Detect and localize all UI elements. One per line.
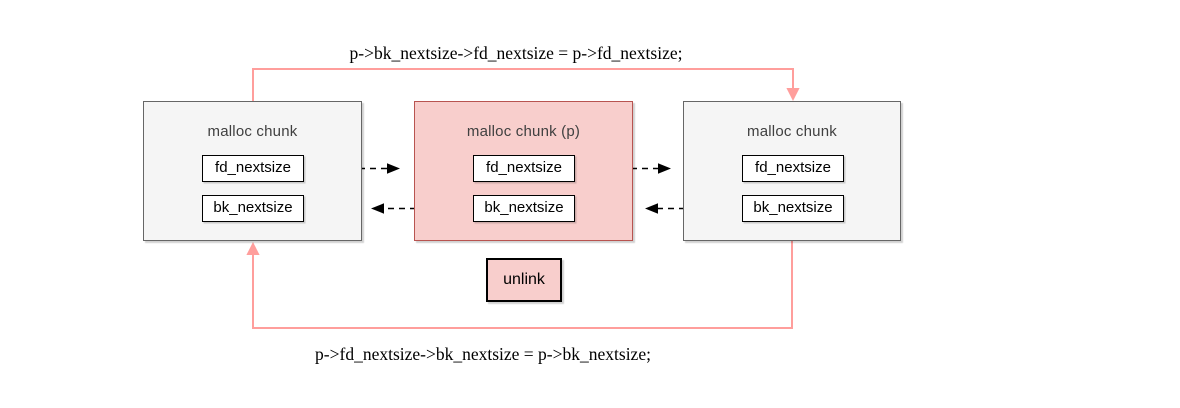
chunk-right: malloc chunk fd_nextsize bk_nextsize <box>683 101 901 241</box>
chunk-left-bk-nextsize-cell: bk_nextsize <box>202 195 304 222</box>
chunk-p-title: malloc chunk (p) <box>466 123 581 140</box>
chunk-left: malloc chunk fd_nextsize bk_nextsize <box>143 101 362 241</box>
chunk-right-bk-nextsize-cell: bk_nextsize <box>742 195 844 222</box>
top-assignment-statement: p->bk_nextsize->fd_nextsize = p->fd_next… <box>349 43 683 63</box>
unlink-box: unlink <box>486 258 562 302</box>
chunk-p: malloc chunk (p) fd_nextsize bk_nextsize <box>414 101 633 241</box>
bottom-assignment-statement: p->fd_nextsize->bk_nextsize = p->bk_next… <box>315 344 651 364</box>
chunk-left-fd-nextsize-cell: fd_nextsize <box>202 155 304 182</box>
dashed-arrow-bk-right-to-p-head-icon <box>645 203 658 214</box>
chunk-p-fd-nextsize-cell: fd_nextsize <box>473 155 575 182</box>
pink-arrow-top-head-icon <box>786 88 800 101</box>
dashed-arrow-fd-p-to-right-head-icon <box>658 163 671 174</box>
chunk-right-fd-nextsize-cell: fd_nextsize <box>742 155 844 182</box>
chunk-right-title: malloc chunk <box>747 123 837 140</box>
pink-arrow-bottom-head-icon <box>246 242 260 255</box>
dashed-arrow-fd-left-to-p-head-icon <box>387 163 400 174</box>
chunk-p-bk-nextsize-cell: bk_nextsize <box>473 195 575 222</box>
dashed-arrow-bk-p-to-left-head-icon <box>371 203 384 214</box>
chunk-left-title: malloc chunk <box>207 123 298 140</box>
